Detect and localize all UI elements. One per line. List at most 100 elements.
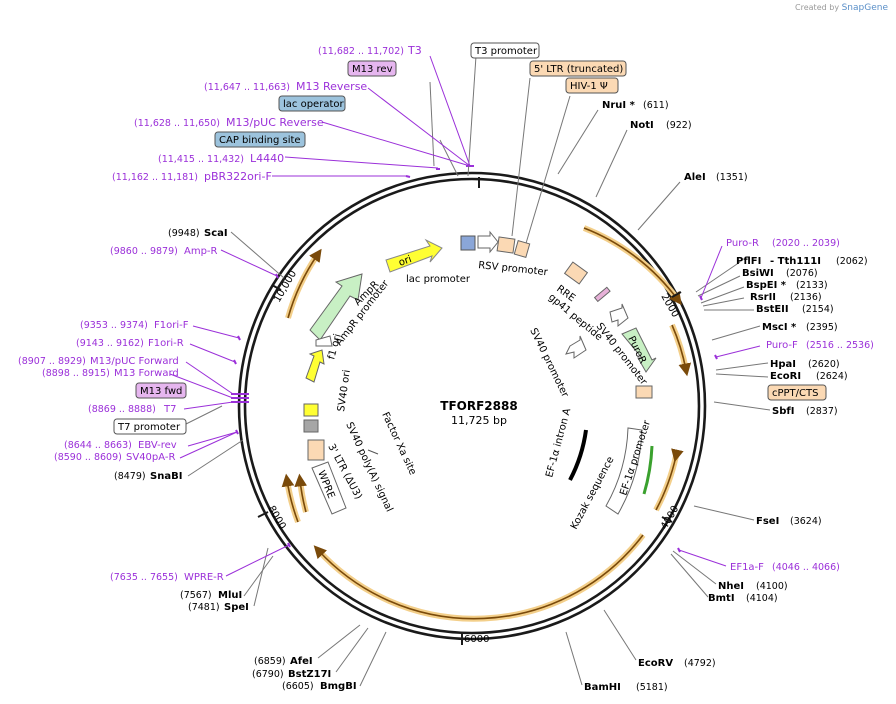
purof-range: (2516 .. 2536) [806,340,874,351]
tth-label: - Tth111I [770,256,821,267]
m13puc-fwd-label: M13/pUC Forward [90,356,179,367]
t3-range: (11,682 .. 11,702) [318,46,404,57]
bsteii-label: BstEII [756,304,789,315]
credit: Created by SnapGene [795,3,888,13]
nrui-pos: (611) [643,100,669,111]
lac-promoter-label: lac promoter [406,274,471,285]
nrui-label: NruI * [602,100,636,111]
m13puc-rev-range: (11,628 .. 11,650) [134,118,220,129]
mlui-pos: (7567) [180,590,212,601]
msci-label: MscI * [762,322,797,333]
backbone [237,171,707,641]
t7-promoter-box [113,418,187,435]
snabi-label: SnaBI [150,471,182,482]
sv40pa-label: SV40pA-R [126,452,175,463]
ampr-range: (9860 .. 9879) [110,246,178,257]
ef1a-green [642,445,654,495]
purof-label: Puro-F [766,340,798,351]
pbr-label: pBR322ori-F [204,170,272,183]
ltr5-block [496,236,516,254]
hiv-text: HIV-1 Ψ [570,81,608,92]
rsv-label: RSV promoter [478,260,549,278]
rsv-arrow [477,230,499,254]
bmti-pos: (4104) [746,593,778,604]
bsiwi-label: BsiWI [742,268,774,279]
sv40-polya-block [303,419,319,433]
msci-pos: (2395) [806,322,838,333]
t3-label: T3 [407,44,422,57]
wprer-label: WPRE-R [184,572,224,583]
ampr-primer: Amp-R [184,246,218,257]
ori-label: ori [397,254,413,269]
scai-label: ScaI [204,228,228,239]
sv40ori-arrow [305,349,325,383]
alei-label: AleI [684,172,706,183]
tick-marks [257,177,682,645]
ef1a-intron-label: EF-1α intron A [544,407,573,479]
m13fwd-box-text: M13 fwd [140,386,182,397]
m13rev-text: M13 rev [352,64,393,75]
nhei-pos: (4100) [756,581,788,592]
alei-pos: (1351) [716,172,748,183]
ebv-range: (8644 .. 8663) [64,440,132,451]
t3-promoter-text: T3 promoter [474,46,538,57]
noti-pos: (922) [666,120,692,131]
m13rev-box [347,60,397,77]
rsrii-label: RsrII [750,292,776,303]
cppt-block [635,385,653,399]
ef1a-promoter-arrow [605,427,643,515]
bspei-pos: (2133) [796,280,828,291]
sv40ori-label: SV40 ori [336,369,353,412]
bottom-labels: EcoRV (4792) (6859) AfeI (6790) BstZ17I … [252,656,716,693]
puror-primer: Puro-R [726,238,759,249]
f1ori-arrow [315,335,333,347]
t7-promoter-text: T7 promoter [117,422,181,433]
spei-label: SpeI [224,602,249,613]
m13puc-rev-label: M13/pUC Reverse [226,116,324,129]
l4440-range: (11,415 .. 11,432) [158,154,244,165]
m13reverse-label: M13 Reverse [296,80,367,93]
pbr-range: (11,162 .. 11,181) [112,172,198,183]
rsrii-pos: (2136) [790,292,822,303]
afei-label: AfeI [290,656,313,667]
ecori-pos: (2624) [816,371,848,382]
plasmid-length: 11,725 bp [451,414,507,427]
sv40polya-label: SV40 poly(A) signal [343,421,394,514]
bstz-pos: (6790) [252,669,284,680]
ori-arrow [385,238,443,273]
cap-text: CAP binding site [219,135,301,146]
enzyme-leaders [185,55,771,687]
cppt-box [767,384,827,401]
pflfi-label: PflFI [736,256,761,267]
f1orir-label: F1ori-R [148,338,184,349]
inner-features [303,230,657,515]
snabi-pos: (8479) [114,471,146,482]
bamhi-label: BamHI [584,682,621,693]
lac-operator-box [278,95,346,112]
ecori-label: EcoRI [770,371,801,382]
factor-xa-label: Factor Xa site [379,411,418,477]
snapgene-brand: SnapGene [841,3,888,13]
m13fwd-range: (8898 .. 8915) [42,368,110,379]
ef1a-intron [568,429,588,481]
ltr5-box [529,60,627,77]
afei-pos: (6859) [254,656,286,667]
tick-6000: 6000 [464,634,489,645]
fsei-pos: (3624) [790,516,822,527]
right-labels: Puro-R (2020 .. 2039) PflFI - Tth111I (2… [708,238,874,604]
sv40-promoter-arrow [609,303,629,328]
f1orir-range: (9143 .. 9162) [76,338,144,349]
t3-promoter-box [470,42,540,59]
ecorv-pos: (4792) [684,658,716,669]
mlui-label: MluI [218,590,242,601]
orf-arrows-stroke [281,227,692,620]
t7-label: T7 [163,404,176,415]
rre-block [563,261,589,285]
cppt-text: cPPT/CTS [772,388,818,399]
sbfi-label: SbfI [772,406,794,417]
ef1af-range: (4046 .. 4066) [772,562,840,573]
bmgbi-label: BmgBI [320,681,357,692]
wpre-block [311,461,347,515]
ltr5-text: 5' LTR (truncated) [534,64,623,75]
